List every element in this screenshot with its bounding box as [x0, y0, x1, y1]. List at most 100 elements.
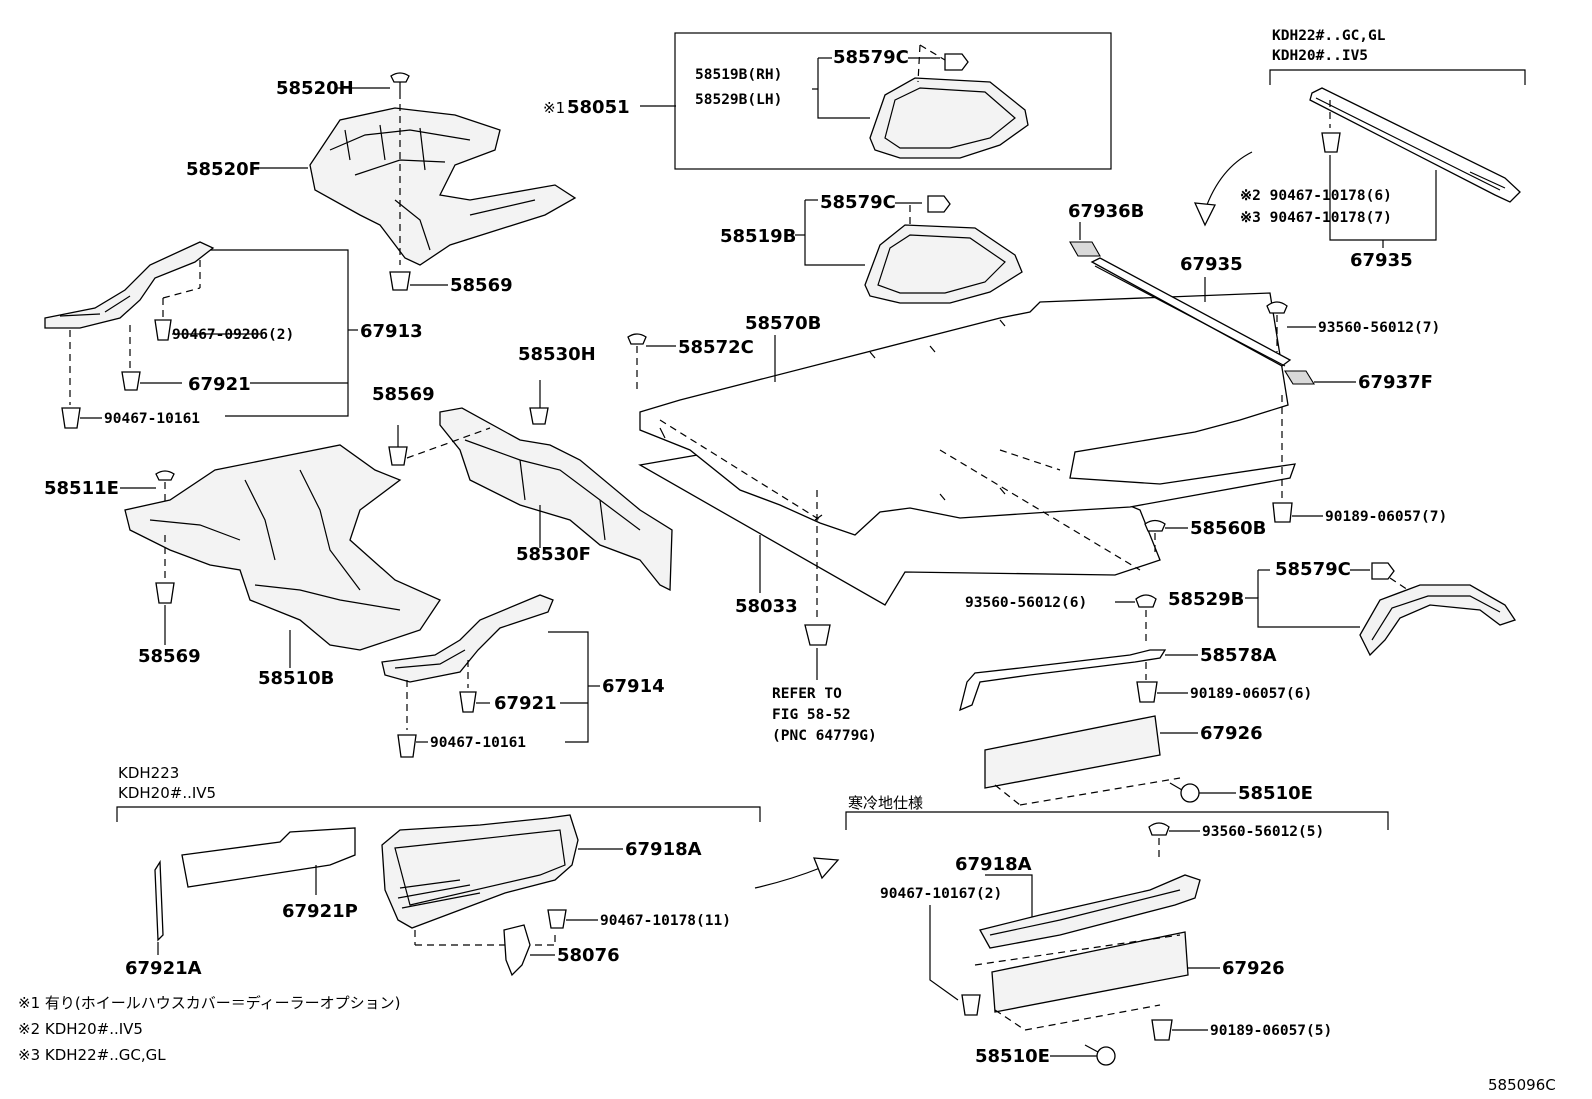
- footnote-1: ※1 有り(ホイールハウスカバー＝ディーラーオプション): [18, 994, 401, 1012]
- floor-board-58570B-shape: [639, 292, 1296, 536]
- clip-58579C-a-icon: [944, 53, 969, 71]
- footnote-2: ※2 KDH20#..IV5: [18, 1020, 143, 1038]
- label-90467-10178-7: ※3 90467-10178(7): [1240, 210, 1392, 226]
- wheelhouse-cover-58529B-shape: [1359, 584, 1517, 657]
- label-67918A-a: 67918A: [625, 839, 702, 860]
- label-90467-10167: 90467-10167(2): [880, 886, 1002, 902]
- clip-58510E-a-icon: [1169, 782, 1200, 803]
- label-cold-region: 寒冷地仕様: [848, 794, 923, 812]
- label-58511E: 58511E: [44, 478, 119, 499]
- label-58529B: 58529B: [1168, 589, 1244, 610]
- label-67921-a: 67921: [188, 374, 251, 395]
- clip-90467-09206-icon: [154, 319, 172, 341]
- label-58579C-b: 58579C: [820, 192, 896, 213]
- refer-line-2: FIG 58-52: [772, 707, 851, 723]
- label-67926-a: 67926: [1200, 723, 1263, 744]
- rail-67935-shape: [1090, 257, 1292, 367]
- scuff-plate-67918A-b-shape: [979, 874, 1201, 949]
- scuff-plate-67913-shape: [44, 241, 215, 329]
- clip-58579C-c-icon: [1371, 562, 1395, 580]
- label-93560-56012-5: 93560-56012(5): [1202, 824, 1324, 840]
- wheelhouse-cover-58519B-top-shape: [869, 77, 1029, 159]
- label-58033: 58033: [735, 596, 798, 617]
- label-67937F: 67937F: [1358, 372, 1433, 393]
- screw-93560-56012-6-icon: [1135, 594, 1157, 608]
- label-58519B: 58519B: [720, 226, 796, 247]
- clip-58511E-icon: [155, 470, 175, 481]
- label-58569-b: 58569: [372, 384, 435, 405]
- label-58570B: 58570B: [745, 313, 821, 334]
- screw-93560-56012-5-icon: [1148, 822, 1170, 836]
- label-67921P: 67921P: [282, 901, 358, 922]
- label-67921A: 67921A: [125, 958, 202, 979]
- duct-58530F-shape: [439, 407, 673, 592]
- label-67918A-b: 67918A: [955, 854, 1032, 875]
- label-67936B: 67936B: [1068, 201, 1144, 222]
- label-58579C-a: 58579C: [833, 47, 909, 68]
- floor-mat-58520F-shape: [309, 107, 577, 266]
- clip-58560B-icon: [1144, 519, 1166, 532]
- label-58051: 58051: [567, 97, 630, 118]
- insulator-67926-a-shape: [984, 715, 1161, 789]
- clip-67921-b-icon: [459, 691, 477, 713]
- label-93560-56012-7: 93560-56012(7): [1318, 320, 1440, 336]
- label-58510B: 58510B: [258, 668, 334, 689]
- screw-93560-56012-7-icon: [1266, 301, 1288, 314]
- clip-58579C-b-icon: [927, 195, 951, 213]
- label-58076: 58076: [557, 945, 620, 966]
- option-box-58051: [674, 32, 1112, 170]
- diagram-id: 585096C: [1488, 1076, 1556, 1094]
- bracket-58578A-shape: [959, 649, 1167, 712]
- clip-58076-icon: [503, 924, 531, 977]
- label-58569-a: 58569: [450, 275, 513, 296]
- wheelhouse-cover-58519B-shape: [864, 224, 1023, 304]
- clip-90189-06057-5-icon: [1151, 1019, 1173, 1041]
- label-58530H: 58530H: [518, 344, 596, 365]
- clip-90467-10161-b-icon: [397, 734, 417, 758]
- clip-90467-10178-11-icon: [547, 909, 567, 929]
- arrow-bottom-icon: [754, 857, 840, 889]
- arrow-top-right-icon: [1193, 151, 1253, 227]
- label-90467-09206: 90467-09206(2): [172, 327, 294, 343]
- label-67914: 67914: [602, 676, 665, 697]
- label-58519B-RH: 58519B(RH): [695, 67, 782, 83]
- clip-58569-c-icon: [155, 582, 175, 604]
- label-58560B: 58560B: [1190, 518, 1266, 539]
- clip-refer-icon: [804, 624, 831, 646]
- pad-67937F-icon: [1284, 370, 1315, 385]
- rail-67935-alt-shape: [1309, 87, 1521, 203]
- clip-90467-10161-a-icon: [61, 407, 81, 429]
- label-90467-10178-6: ※2 90467-10178(6): [1240, 188, 1392, 204]
- floor-mat-58510B-shape: [124, 444, 441, 651]
- label-58520H: 58520H: [276, 78, 354, 99]
- trim-67921A-shape: [154, 859, 164, 942]
- label-58510E-b: 58510E: [975, 1046, 1050, 1067]
- insulator-67926-b-shape: [991, 931, 1189, 1013]
- label-58529B-LH: 58529B(LH): [695, 92, 782, 108]
- clip-90467-10178-6-icon: [1321, 132, 1341, 153]
- label-kdh-bot-2: KDH20#..IV5: [118, 784, 216, 802]
- label-58530F: 58530F: [516, 544, 591, 565]
- clip-58530H-icon: [529, 407, 549, 425]
- clip-58572C-icon: [627, 333, 647, 345]
- label-90189-06057-7: 90189-06057(7): [1325, 509, 1447, 525]
- clip-58569-b-icon: [388, 446, 408, 466]
- pad-67936B-icon: [1069, 241, 1101, 257]
- label-67935-a: 67935: [1180, 254, 1243, 275]
- tray-67918A-shape: [381, 814, 579, 929]
- label-58578A: 58578A: [1200, 645, 1277, 666]
- label-67935-b: 67935: [1350, 250, 1413, 271]
- refer-line-3: (PNC 64779G): [772, 728, 877, 744]
- refer-line-1: REFER TO: [772, 686, 842, 702]
- label-58579C-c: 58579C: [1275, 559, 1351, 580]
- label-90467-10161-b: 90467-10161: [430, 735, 526, 751]
- label-90189-06057-5: 90189-06057(5): [1210, 1023, 1332, 1039]
- clip-67921-a-icon: [121, 371, 141, 391]
- label-67921-b: 67921: [494, 693, 557, 714]
- label-kdh-top-2: KDH20#..IV5: [1272, 48, 1368, 64]
- label-90467-10178-11: 90467-10178(11): [600, 913, 731, 929]
- label-58569-c: 58569: [138, 646, 201, 667]
- clip-58520H-icon: [390, 72, 410, 92]
